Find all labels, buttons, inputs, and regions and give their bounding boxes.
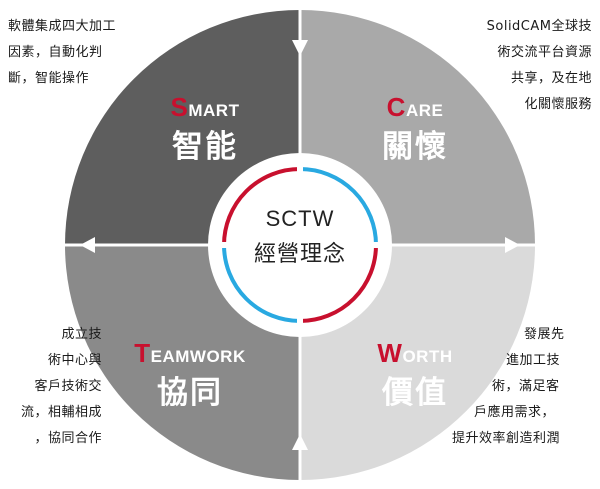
label-worth-en: WORTH: [377, 338, 453, 368]
note-care: SolidCAM全球技 術交流平台資源 共享，及在地 化關懷服務: [487, 14, 592, 118]
center-ring: [222, 167, 378, 323]
label-care-zh: 關懷: [382, 129, 448, 165]
note-smart-line: 因素，自動化判: [8, 45, 103, 60]
divider-arrows: [80, 40, 520, 450]
note-teamwork-line: 術中心與: [47, 353, 102, 368]
ring-gap-left: [218, 242, 230, 248]
note-worth-line: 戶應用需求，: [474, 405, 556, 420]
center-title-zh: 經營理念: [253, 242, 346, 267]
note-teamwork-line: 流，相輔相成: [20, 405, 102, 420]
note-care-line: 術交流平台資源: [497, 45, 592, 60]
note-care-line: SolidCAM全球技: [486, 19, 592, 34]
note-worth-line: 發展先: [524, 327, 565, 342]
note-worth-line: 進加工技: [506, 353, 561, 368]
ring-gap-top: [297, 163, 303, 175]
label-smart-zh: 智能: [172, 129, 238, 165]
ring-gaps: [218, 163, 382, 327]
ring-gap-bottom: [297, 315, 303, 327]
label-worth-zh: 價值: [382, 375, 448, 411]
label-care-en: CARE: [386, 92, 444, 122]
note-smart-line: 斷，智能操作: [8, 71, 90, 86]
label-teamwork-en: TEAMWORK: [134, 338, 246, 368]
note-care-line: 共享，及在地: [510, 71, 592, 86]
arrow-bottom: [292, 434, 308, 450]
note-teamwork-line: ，協同合作: [34, 431, 102, 446]
ring-arc-red-bottom-right: [299, 244, 378, 323]
note-worth: 發展先 進加工技 術，滿足客 戶應用需求， 提升效率創造利潤: [452, 322, 565, 452]
label-teamwork: TEAMWORK 協同: [115, 338, 265, 412]
ring-arc-blue-top-right: [299, 167, 378, 246]
note-care-line: 化關懷服務: [524, 97, 592, 112]
label-smart-en: SMART: [170, 92, 240, 122]
ring-arc-red-top-left: [222, 167, 301, 246]
note-teamwork-line: 成立技: [61, 327, 102, 342]
label-smart: SMART 智能: [135, 92, 275, 166]
center-title: SCTW 經營理念: [240, 206, 360, 268]
arrow-right: [505, 237, 520, 253]
label-worth: WORTH 價值: [350, 338, 480, 412]
ring-gap-right: [370, 242, 382, 248]
note-teamwork: 成立技 術中心與 客戶技術交 流，相輔相成 ，協同合作: [6, 322, 102, 452]
arrow-top: [292, 40, 308, 56]
note-worth-line: 術，滿足客: [492, 379, 560, 394]
label-care: CARE 關懷: [355, 92, 475, 166]
note-teamwork-line: 客戶技術交: [34, 379, 102, 394]
center-title-en: SCTW: [265, 206, 335, 231]
note-smart-line: 軟體集成四大加工: [8, 19, 117, 34]
note-worth-line: 提升效率創造利潤: [452, 431, 561, 446]
ring-arc-blue-bottom-left: [222, 244, 301, 323]
arrow-left: [80, 237, 95, 253]
note-smart: 軟體集成四大加工 因素，自動化判 斷，智能操作: [8, 14, 116, 92]
center-disc: [208, 153, 392, 337]
label-teamwork-zh: 協同: [157, 375, 223, 411]
